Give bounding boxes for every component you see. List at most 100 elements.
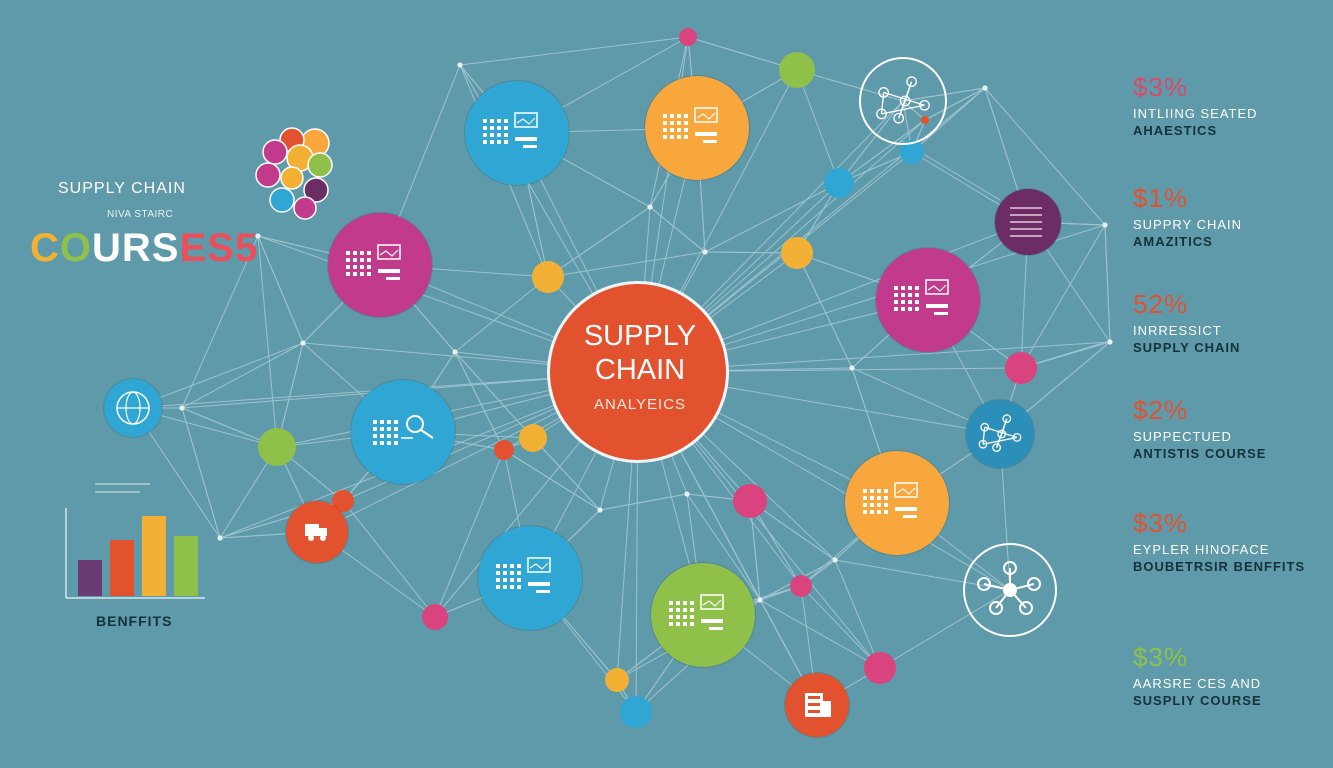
- edge: [796, 252, 853, 369]
- grid-cell: [670, 128, 674, 132]
- stat-label: SUPPRY CHAIN: [1133, 217, 1243, 232]
- net-link: [898, 100, 906, 119]
- grid-cell: [901, 293, 905, 297]
- chart-frame: [894, 482, 918, 498]
- brand-title: SUPPLY CHAIN: [58, 180, 186, 197]
- hub-orange-right: [844, 450, 950, 556]
- grid-cell: [346, 251, 350, 255]
- grid-cell: [669, 622, 673, 626]
- hub-outline-bottom-right: [963, 543, 1057, 637]
- grid-cell: [496, 571, 500, 575]
- hub-orange-top: [644, 75, 750, 181]
- building: [823, 701, 831, 717]
- bar: [378, 269, 400, 273]
- dashboard-icon: [346, 244, 401, 280]
- grid-cell: [884, 503, 888, 507]
- grid-cell: [915, 293, 919, 297]
- bar: [528, 582, 550, 586]
- connector-dot: [864, 652, 896, 684]
- connector-dot: [781, 237, 813, 269]
- grid-cell: [373, 434, 377, 438]
- course-letter: U: [92, 226, 122, 270]
- grid-cell: [496, 585, 500, 589]
- window: [808, 696, 820, 699]
- dashboard-icon: [863, 482, 918, 518]
- edge: [834, 559, 881, 669]
- edge: [1104, 224, 1111, 343]
- node-circle: [876, 248, 980, 352]
- edge: [454, 276, 549, 353]
- grid-cell: [483, 126, 487, 130]
- connector-dot: [679, 28, 697, 46]
- stat-percent: $3%: [1133, 642, 1189, 672]
- connector-dot: [790, 575, 812, 597]
- grid-cell: [497, 140, 501, 144]
- bar: [895, 507, 917, 511]
- grid-cell: [483, 133, 487, 137]
- grid-cell: [670, 114, 674, 118]
- connector-dot: [921, 116, 929, 124]
- grid-cell: [373, 441, 377, 445]
- grid-cell: [684, 114, 688, 118]
- grid-cell: [360, 251, 364, 255]
- benefits-bar-chart: [65, 483, 205, 599]
- cluster-circle: [307, 152, 333, 178]
- center-title-line-2: CHAIN: [594, 354, 686, 386]
- grid-cell: [870, 496, 874, 500]
- edge: [181, 235, 259, 409]
- center-title-line-3: ANALYEICS: [593, 396, 687, 413]
- grid-cell: [510, 585, 514, 589]
- atom: [1019, 601, 1033, 615]
- net-link: [881, 104, 925, 115]
- grid-cell: [510, 571, 514, 575]
- edge: [902, 100, 926, 121]
- endpoint-dot: [255, 233, 261, 239]
- net-link: [982, 436, 1018, 445]
- grid-cell: [908, 293, 912, 297]
- edge: [834, 559, 1011, 591]
- hub-blue-bottom: [477, 525, 583, 631]
- edge: [796, 69, 904, 102]
- endpoint-dot: [849, 365, 855, 371]
- edge: [838, 119, 926, 184]
- edge: [547, 251, 706, 278]
- atom: [1003, 561, 1017, 575]
- net-node: [919, 99, 930, 111]
- stat-item: $3% EYPLER HINOFACE BOUBETRSIR BENFFITS: [1133, 508, 1323, 574]
- brand-course-word: COURSES5: [30, 226, 258, 271]
- edge: [902, 87, 986, 102]
- course-letter: S: [151, 226, 180, 270]
- grid-cell: [669, 615, 673, 619]
- grid-cell: [346, 265, 350, 269]
- hub-magenta-left: [327, 212, 433, 318]
- grid-cell: [683, 601, 687, 605]
- edge: [532, 437, 601, 511]
- grid-cell: [346, 272, 350, 276]
- edge: [257, 235, 304, 344]
- edge: [879, 589, 1011, 669]
- hub-red-bottom: [784, 672, 850, 738]
- grid-cell: [676, 608, 680, 612]
- stat-label: INTLIING SEATED: [1133, 106, 1258, 121]
- node-circle: [651, 563, 755, 667]
- endpoint-dot: [597, 507, 603, 513]
- course-letter: R: [121, 226, 152, 270]
- center-circle: [550, 284, 726, 460]
- grid-cell: [877, 489, 881, 493]
- node-circle: [328, 213, 432, 317]
- bar: [926, 304, 948, 308]
- cluster-circle: [293, 196, 317, 220]
- chart-bar: [78, 560, 102, 596]
- grid-cell: [870, 503, 874, 507]
- chart-line: [529, 562, 549, 570]
- net-link: [995, 433, 1003, 448]
- edge: [342, 500, 436, 618]
- cluster-circle: [255, 162, 281, 188]
- benefits-label: BENFFITS: [96, 613, 173, 629]
- grid-cell: [387, 420, 391, 424]
- grid-cell: [683, 608, 687, 612]
- stat-label-bold: SUPPLY CHAIN: [1133, 340, 1241, 355]
- edge: [434, 449, 505, 618]
- net-link: [904, 81, 913, 102]
- grid-cell: [663, 135, 667, 139]
